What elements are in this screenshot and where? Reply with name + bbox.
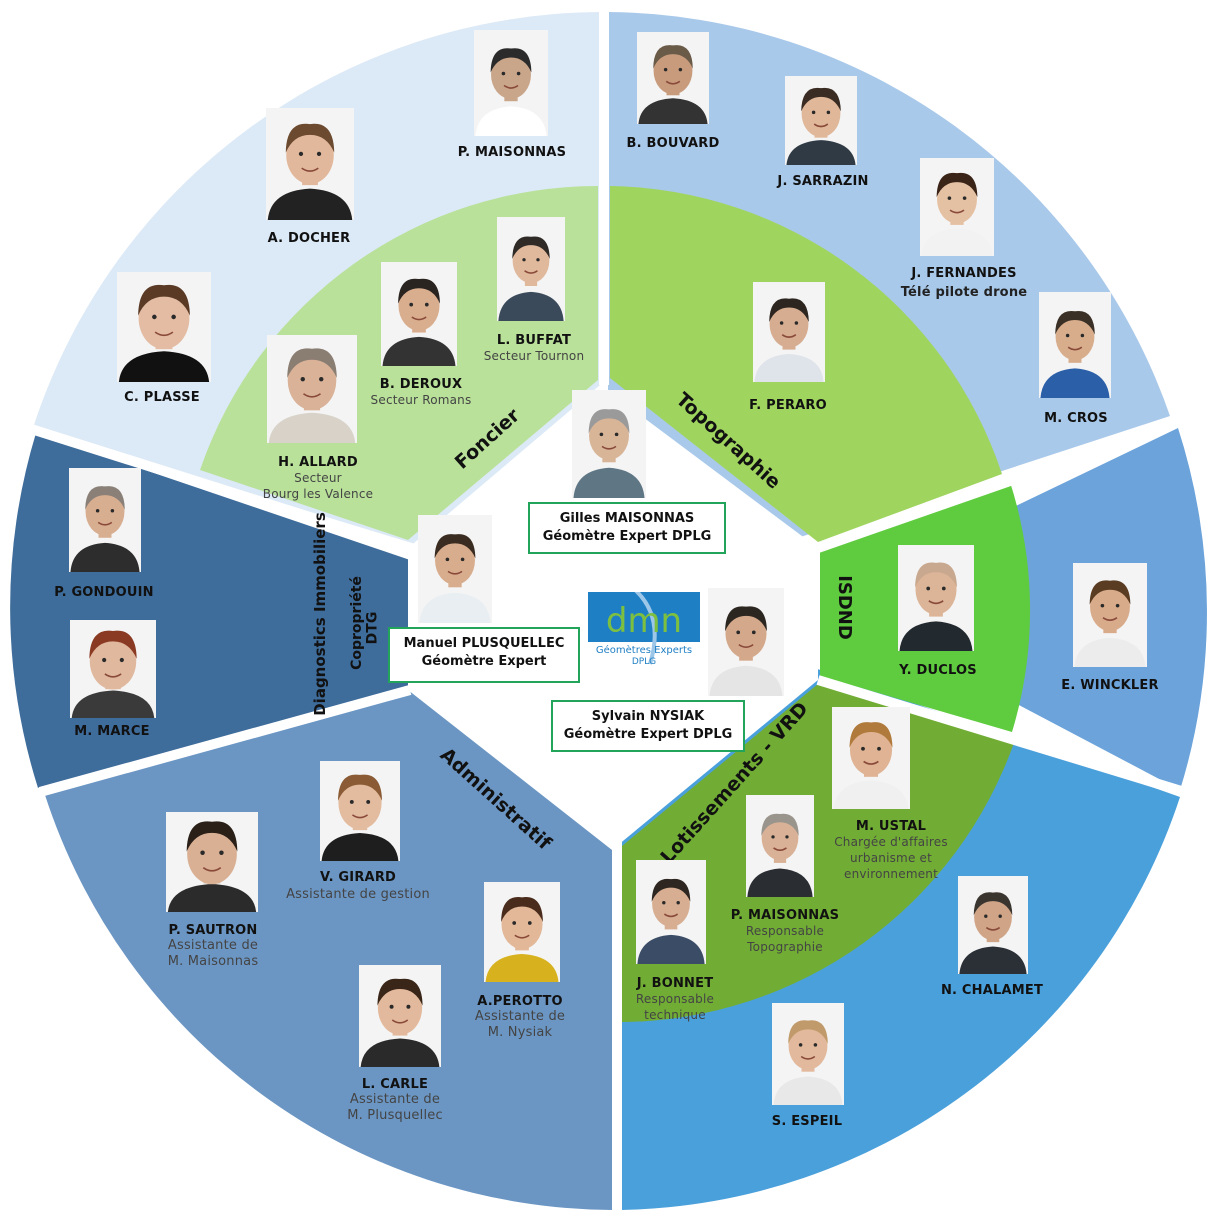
section-label-copropriete: Copropriété <box>348 576 365 670</box>
photo-m-ustal <box>832 707 910 809</box>
photo-y-duclos <box>898 545 974 651</box>
photo-f-peraro <box>753 282 825 382</box>
label-b-bouvard: B. BOUVARD <box>626 136 720 151</box>
section-label-diagnostics: Diagnostics Immobiliers <box>310 512 329 716</box>
section-label-isdnd: ISDND <box>833 575 855 640</box>
photo-j-sarrazin <box>785 76 857 165</box>
logo-letters: dmn <box>606 601 682 641</box>
label-m-marce: M. MARCE <box>74 724 150 739</box>
photo-p-gondouin <box>69 468 141 572</box>
photo-a-perotto <box>484 882 560 982</box>
photo-v-girard <box>320 761 400 861</box>
photo-l-carle <box>359 965 441 1067</box>
leader-title: Géomètre Expert DPLG <box>542 529 712 544</box>
label-n-chalamet: N. CHALAMET <box>940 983 1044 998</box>
photo-m-marce <box>70 620 156 718</box>
photo-p-sautron <box>166 812 258 912</box>
label-e-winckler: E. WINCKLER <box>1061 678 1159 693</box>
leader-name: Sylvain NYSIAK <box>591 709 705 724</box>
photo-manuel <box>418 515 492 623</box>
leader-title: Géomètre Expert <box>421 654 547 669</box>
dmn-logo: dmn Géomètres Experts DPLG <box>588 582 700 667</box>
photo-n-chalamet <box>958 876 1028 974</box>
label-f-peraro: F. PERARO <box>749 398 827 413</box>
photo-c-plasse <box>117 272 211 382</box>
label-p-gondouin: P. GONDOUIN <box>54 585 154 600</box>
logo-line2: DPLG <box>632 657 656 666</box>
photo-b-bouvard <box>637 32 709 124</box>
sector-lotissements-inner <box>622 684 1015 1022</box>
label-j-sarrazin: J. SARRAZIN <box>777 174 869 189</box>
photo-p-maisonnas-lot <box>746 795 814 897</box>
leader-box-manuel: Manuel PLUSQUELLEC Géomètre Expert <box>388 627 580 683</box>
label-m-cros: M. CROS <box>1044 411 1108 426</box>
photo-h-allard <box>267 335 357 443</box>
leader-title: Géomètre Expert DPLG <box>563 727 733 742</box>
leader-box-sylvain: Sylvain NYSIAK Géomètre Expert DPLG <box>551 700 745 752</box>
photo-e-winckler <box>1073 563 1147 667</box>
leader-name: Gilles MAISONNAS <box>559 511 695 526</box>
photo-j-bonnet <box>636 860 706 964</box>
label-c-plasse: C. PLASSE <box>124 390 200 405</box>
leader-name: Manuel PLUSQUELLEC <box>403 636 565 651</box>
photo-l-buffat <box>497 217 565 321</box>
section-label-dtg: DTG <box>364 611 381 645</box>
photo-s-espeil <box>772 1003 844 1105</box>
photo-m-cros <box>1039 292 1111 398</box>
label-y-duclos: Y. DUCLOS <box>899 663 977 678</box>
label-s-espeil: S. ESPEIL <box>771 1114 843 1129</box>
label-a-docher: A. DOCHER <box>267 231 351 246</box>
leader-box-gilles: Gilles MAISONNAS Géomètre Expert DPLG <box>528 502 726 554</box>
label-p-maisonnas-top: P. MAISONNAS <box>457 145 567 160</box>
photo-b-deroux <box>381 262 457 366</box>
photo-sylvain <box>708 588 784 696</box>
logo-line1: Géomètres Experts <box>596 644 692 656</box>
photo-j-fernandes <box>920 158 994 256</box>
photo-a-docher <box>266 108 354 220</box>
photo-gilles <box>572 390 646 498</box>
photo-p-maisonnas-top <box>474 30 548 136</box>
